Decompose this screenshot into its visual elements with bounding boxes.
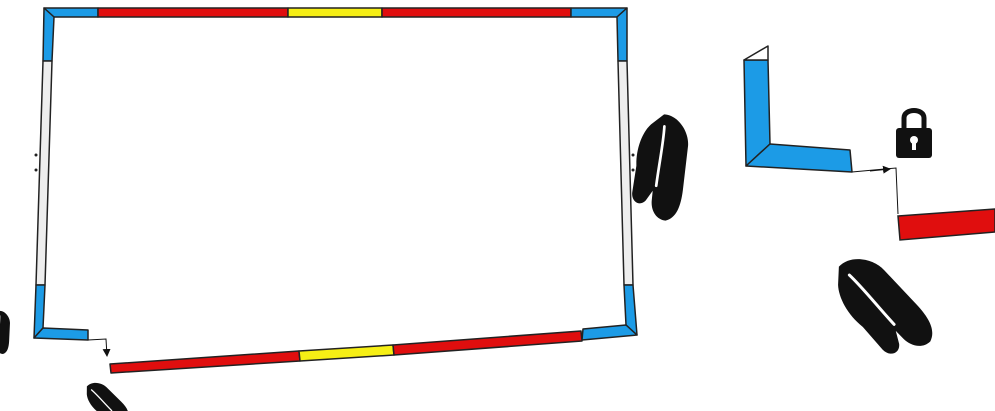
detail-corner-piece xyxy=(743,45,853,173)
hinge-dot xyxy=(631,153,635,157)
bottom-rail-red-right xyxy=(392,330,583,356)
top-rail-red-left xyxy=(97,7,289,18)
detail-corner-top-edge xyxy=(743,45,769,61)
bottom-rail-yellow xyxy=(298,344,395,362)
bottom-left-corner-piece xyxy=(33,327,89,341)
hinge-dot xyxy=(34,168,38,172)
right-rail-top-corner xyxy=(616,7,628,62)
padlock-icon xyxy=(896,108,932,158)
arrow-icon xyxy=(851,167,899,215)
hinge-dot xyxy=(34,153,38,157)
detail-red-rail xyxy=(897,208,995,241)
hand-icon xyxy=(821,253,947,363)
top-rail-yellow xyxy=(287,7,383,18)
hand-icon xyxy=(80,380,134,411)
left-rail-grey xyxy=(35,60,53,286)
arrow-icon xyxy=(869,165,891,174)
main-frame xyxy=(33,7,638,374)
bottom-right-corner-piece xyxy=(581,324,638,341)
bottom-rail-red-left xyxy=(109,350,301,374)
hand-icon xyxy=(0,308,25,359)
right-rail-grey xyxy=(617,60,634,286)
hinge-marks xyxy=(34,153,635,172)
left-rail-top-corner xyxy=(42,7,55,62)
arrow-icon xyxy=(87,338,111,357)
hinge-dot xyxy=(631,168,635,172)
top-rail-red-right xyxy=(381,7,572,18)
